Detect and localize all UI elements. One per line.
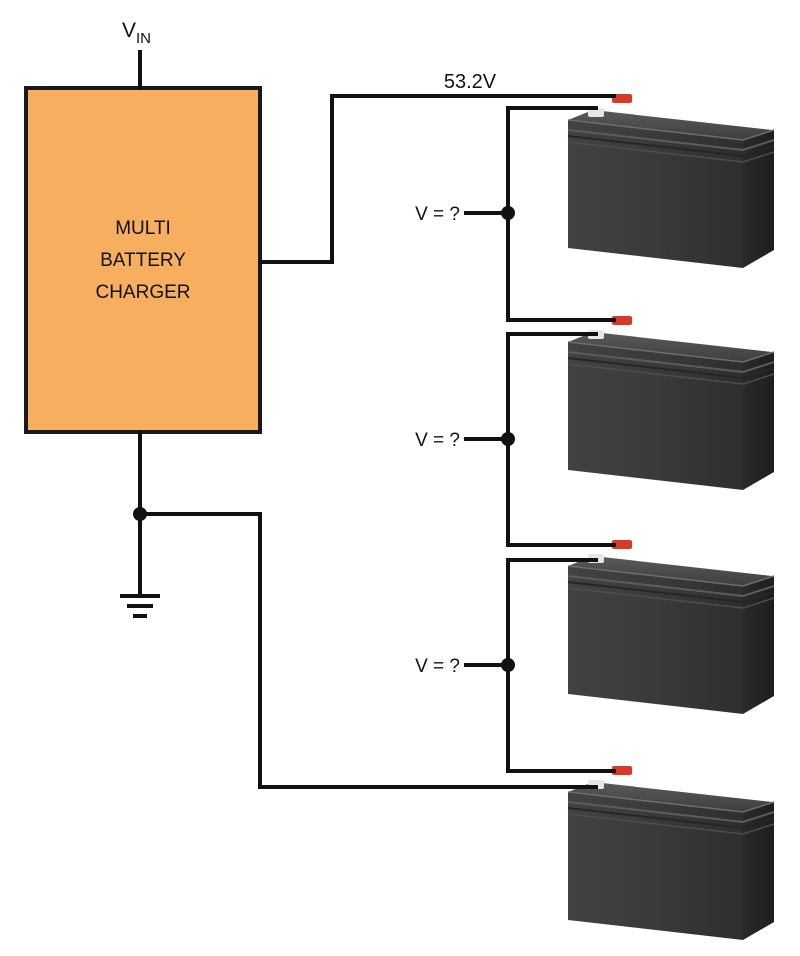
- battery-3: [567, 555, 775, 715]
- positive-terminal-1: [612, 94, 632, 103]
- vin-label-main: V: [122, 19, 136, 42]
- battery-2: [567, 331, 775, 491]
- tap-label-2: V = ?: [415, 430, 460, 451]
- tap-node-3: [501, 658, 515, 672]
- output-wire: [258, 94, 616, 264]
- tap-label-3: V = ?: [415, 656, 460, 677]
- charger-block: [24, 86, 262, 434]
- battery-1: [567, 109, 775, 269]
- positive-terminal-2: [612, 316, 632, 325]
- positive-terminal-3: [612, 540, 632, 549]
- vin-label: VIN: [122, 19, 151, 47]
- tap-node-2: [501, 432, 515, 446]
- battery-4: [567, 781, 775, 941]
- positive-terminal-4: [612, 766, 632, 775]
- charger-label-line-2: BATTERY: [100, 250, 186, 271]
- negative-terminal-1: [588, 108, 604, 117]
- charger-label-line-3: CHARGER: [95, 282, 190, 303]
- tap-label-1: V = ?: [415, 204, 460, 225]
- ground-icon: [120, 594, 160, 618]
- output-voltage-label: 53.2V: [444, 71, 497, 93]
- return-wire: [138, 512, 598, 789]
- vin-label-subscript: IN: [136, 30, 151, 47]
- tap-node-1: [501, 206, 515, 220]
- charger-label-line-1: MULTI: [115, 218, 171, 239]
